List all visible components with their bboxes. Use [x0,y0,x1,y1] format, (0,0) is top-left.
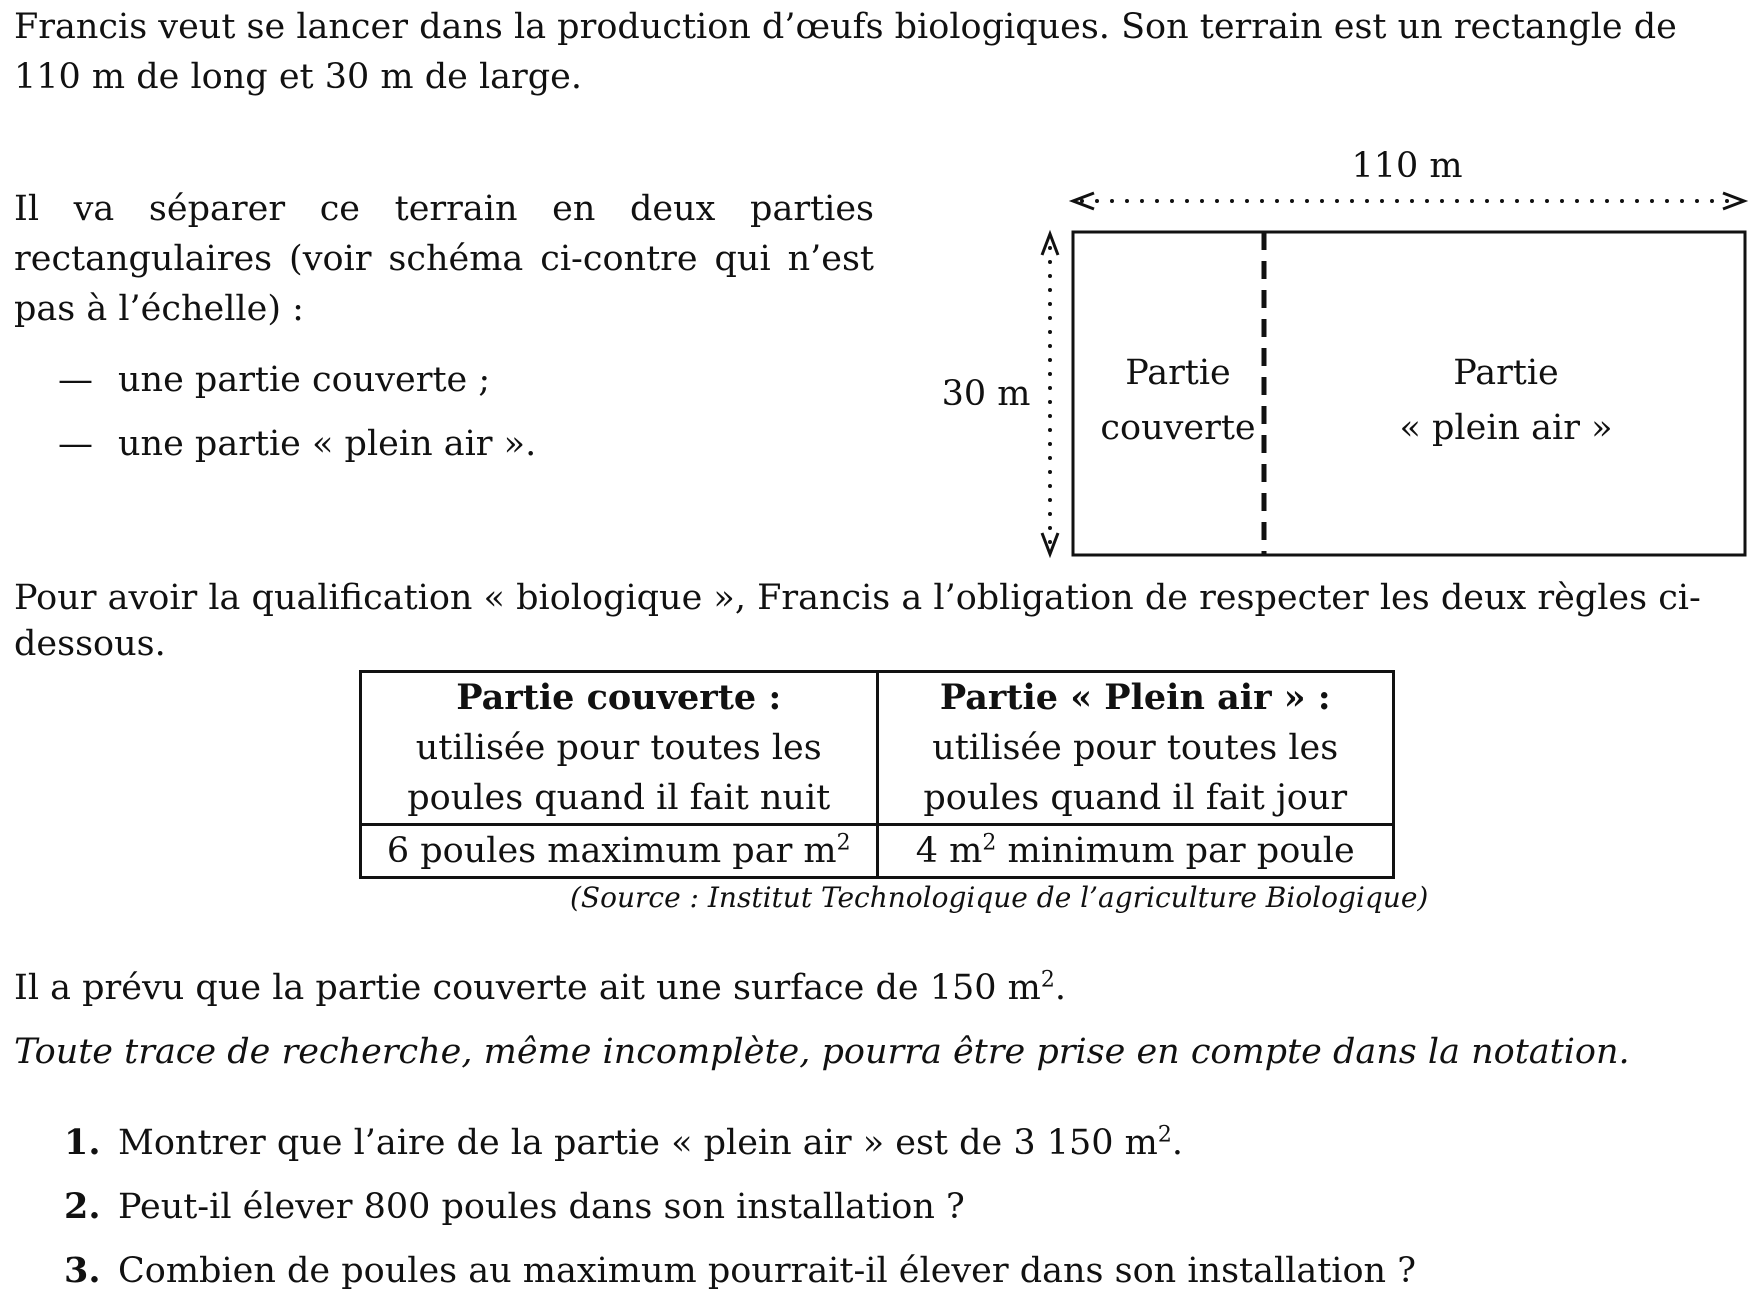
question-1: 1. Montrer que l’aire de la partie « plei… [64,1118,1183,1168]
open-air-part-label-line1: Partie [1453,353,1559,393]
length-arrow-right [1722,191,1749,211]
intro-paragraph: Francis veut se lancer dans la productio… [14,7,1677,97]
open-air-rule-cell: Partie « Plein air » : utilisée pour tou… [875,670,1395,826]
list-item-open-air: une partie « plein air ». [118,424,537,464]
rules-intro: Pour avoir la qualification « biologique… [14,578,1701,664]
question-3: 3. Combien de poules au maximum pourrait-… [64,1246,1416,1296]
open-air-rule-desc-line2: poules quand il fait jour [923,778,1348,818]
covered-surface-text: Il a prévu que la partie couverte ait un… [14,968,1041,1008]
covered-rule-desc-line2: poules quand il fait nuit [407,778,831,818]
covered-density-text: 6 poules maximum par m [386,831,837,871]
squared-exponent: 2 [1040,967,1055,993]
length-arrow-left [1068,191,1095,211]
table-row: Partie couverte : utilisée pour toutes l… [359,670,1395,826]
squared-exponent: 2 [982,830,997,856]
covered-rule-heading: Partie couverte : [456,677,782,718]
width-arrow-top [1040,229,1060,256]
rules-table: Partie couverte : utilisée pour toutes l… [359,670,1395,879]
parts-list: — une partie couverte ; — une partie « ple… [58,358,536,486]
squared-exponent: 2 [836,830,851,856]
covered-part-label-line1: Partie [1125,353,1231,393]
width-label: 30 m [942,374,1031,414]
field-diagram: 110 m 30 m Partie couverte Partie « plei… [942,146,1749,559]
question-text: Montrer que l’aire de la partie « plein … [118,1123,1158,1163]
list-item-covered: une partie couverte ; [118,360,491,400]
open-air-part-label-line2: « plein air » [1399,408,1612,448]
covered-rule-cell: Partie couverte : utilisée pour toutes l… [359,670,879,826]
width-arrow-bottom [1040,532,1060,559]
open-air-density-cell: 4 m2 minimum par poule [875,823,1395,879]
covered-surface-period: . [1054,968,1067,1008]
covered-density-cell: 6 poules maximum par m2 [359,823,879,879]
squared-exponent: 2 [1157,1122,1172,1148]
list-dash: — [58,424,93,464]
length-label: 110 m [1351,146,1462,186]
open-air-density-text-end: minimum par poule [996,831,1355,871]
open-air-rule-heading: Partie « Plein air » : [939,677,1331,718]
question-number: 3. [64,1250,101,1291]
table-row: 6 poules maximum par m2 4 m2 minimum par… [359,823,1395,879]
question-text: Combien de poules au maximum pourrait-il… [118,1251,1416,1291]
list-item: — une partie « plein air ». [58,422,536,486]
field-rectangle [1071,230,1747,557]
question-number: 1. [64,1122,101,1163]
list-item: — une partie couverte ; [58,358,536,422]
covered-surface-statement: Il a prévu que la partie couverte ait un… [14,966,1066,1012]
source-citation: (Source : Institut Technologique de l’ag… [570,881,1429,914]
grading-note: Toute trace de recherche, même incomplèt… [14,1032,1630,1072]
covered-rule-desc-line1: utilisée pour toutes les [415,728,822,768]
question-period: . [1171,1123,1184,1163]
separation-paragraph: Il va séparer ce terrain en deux parties… [14,189,874,329]
open-air-rule-desc-line1: utilisée pour toutes les [932,728,1339,768]
covered-part-label-line2: couverte [1100,408,1255,448]
question-2: 2. Peut-il élever 800 poules dans son ins… [64,1182,965,1232]
open-air-density-text-start: 4 m [915,831,983,871]
list-dash: — [58,360,93,400]
question-text: Peut-il élever 800 poules dans son insta… [118,1187,965,1227]
question-number: 2. [64,1186,101,1227]
